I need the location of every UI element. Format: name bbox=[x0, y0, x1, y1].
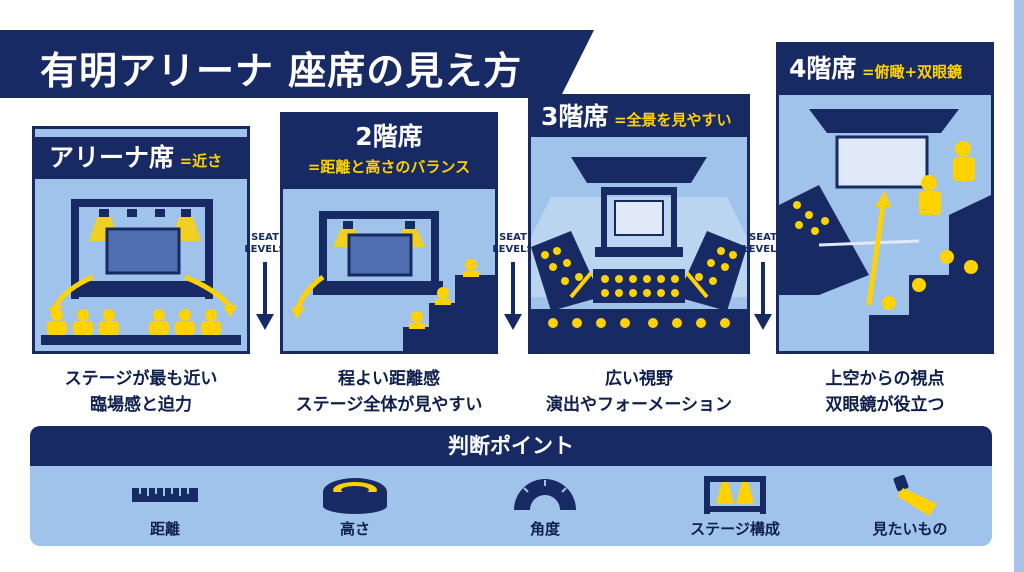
ruler-icon bbox=[132, 488, 198, 502]
panel-3f: 3階席 =全景を見やすい bbox=[528, 94, 750, 354]
right-edge-strip bbox=[1014, 0, 1024, 572]
panel-3f-floor: 3階席 bbox=[541, 102, 609, 131]
seat-levels-label-2: SEAT LEVELS bbox=[492, 232, 534, 255]
caption-arena: ステージが最も近い 臨場感と迫力 bbox=[21, 366, 261, 418]
decision-points-header: 判断ポイント bbox=[30, 426, 992, 466]
down-arrow-3 bbox=[754, 262, 772, 330]
panel-4f-floor: 4階席 bbox=[789, 54, 857, 83]
3f-illustration bbox=[531, 157, 747, 351]
panel-3f-header: 3階席 =全景を見やすい bbox=[531, 97, 747, 137]
point-angle: 角度 bbox=[470, 470, 620, 546]
panel-4f-header: 4階席 =俯瞰+双眼鏡 bbox=[779, 45, 991, 95]
seat-levels-label-1: SEAT LEVELS bbox=[244, 232, 286, 255]
caption-arena-line1: ステージが最も近い bbox=[64, 369, 218, 389]
point-height-label: 高さ bbox=[339, 520, 370, 538]
decision-points-panel: 判断ポイント 距離 高さ 角度 bbox=[30, 426, 992, 546]
caption-3f-line1: 広い視野 bbox=[605, 369, 673, 389]
caption-4f-line2: 双眼鏡が役立つ bbox=[825, 395, 945, 415]
down-arrow-2 bbox=[504, 262, 522, 330]
caption-4f: 上空からの視点 双眼鏡が役立つ bbox=[765, 366, 1005, 418]
panel-arena-sub: =近さ bbox=[179, 152, 223, 170]
panel-4f: 4階席 =俯瞰+双眼鏡 bbox=[776, 42, 994, 354]
point-distance: 距離 bbox=[90, 470, 240, 546]
4f-illustration bbox=[779, 109, 991, 351]
caption-2f-line2: ステージ全体が見やすい bbox=[295, 395, 483, 415]
panel-arena-floor: アリーナ席 bbox=[49, 143, 175, 172]
panel-2f: 2階席 =距離と高さのバランス bbox=[280, 112, 498, 354]
panel-2f-sub: =距離と高さのバランス bbox=[307, 158, 471, 176]
spotlight-icon bbox=[893, 474, 937, 516]
panel-arena: アリーナ席 =近さ bbox=[32, 126, 250, 354]
title-banner: 有明アリーナ 座席の見え方 bbox=[0, 30, 594, 98]
point-stage-label: ステージ構成 bbox=[690, 520, 780, 538]
panel-2f-floor: 2階席 bbox=[355, 122, 423, 151]
caption-2f: 程よい距離感 ステージ全体が見やすい bbox=[269, 366, 509, 418]
arena-illustration bbox=[41, 199, 241, 345]
point-angle-label: 角度 bbox=[529, 520, 560, 538]
panel-arena-header: アリーナ席 =近さ bbox=[35, 137, 247, 179]
panel-2f-header: 2階席 =距離と高さのバランス bbox=[283, 115, 495, 189]
point-height: 高さ bbox=[280, 470, 430, 546]
down-arrow-1 bbox=[256, 262, 274, 330]
stage-truss-icon bbox=[704, 476, 766, 514]
2f-illustration bbox=[291, 211, 495, 351]
protractor-icon bbox=[514, 479, 576, 510]
point-stage: ステージ構成 bbox=[660, 470, 810, 546]
point-want-label: 見たいもの bbox=[872, 520, 948, 538]
panel-4f-sub: =俯瞰+双眼鏡 bbox=[861, 63, 963, 81]
point-want: 見たいもの bbox=[835, 470, 985, 546]
caption-2f-line1: 程よい距離感 bbox=[338, 369, 440, 389]
caption-3f: 広い視野 演出やフォーメーション bbox=[519, 366, 759, 418]
caption-4f-line1: 上空からの視点 bbox=[825, 369, 945, 389]
seat-levels-label-3: SEAT LEVELS bbox=[742, 232, 784, 255]
stadium-icon bbox=[323, 478, 387, 514]
page-title: 有明アリーナ 座席の見え方 bbox=[40, 49, 523, 93]
caption-arena-line2: 臨場感と迫力 bbox=[90, 395, 192, 415]
point-distance-label: 距離 bbox=[149, 520, 180, 538]
panel-3f-sub: =全景を見やすい bbox=[613, 111, 732, 129]
caption-3f-line2: 演出やフォーメーション bbox=[546, 395, 732, 415]
